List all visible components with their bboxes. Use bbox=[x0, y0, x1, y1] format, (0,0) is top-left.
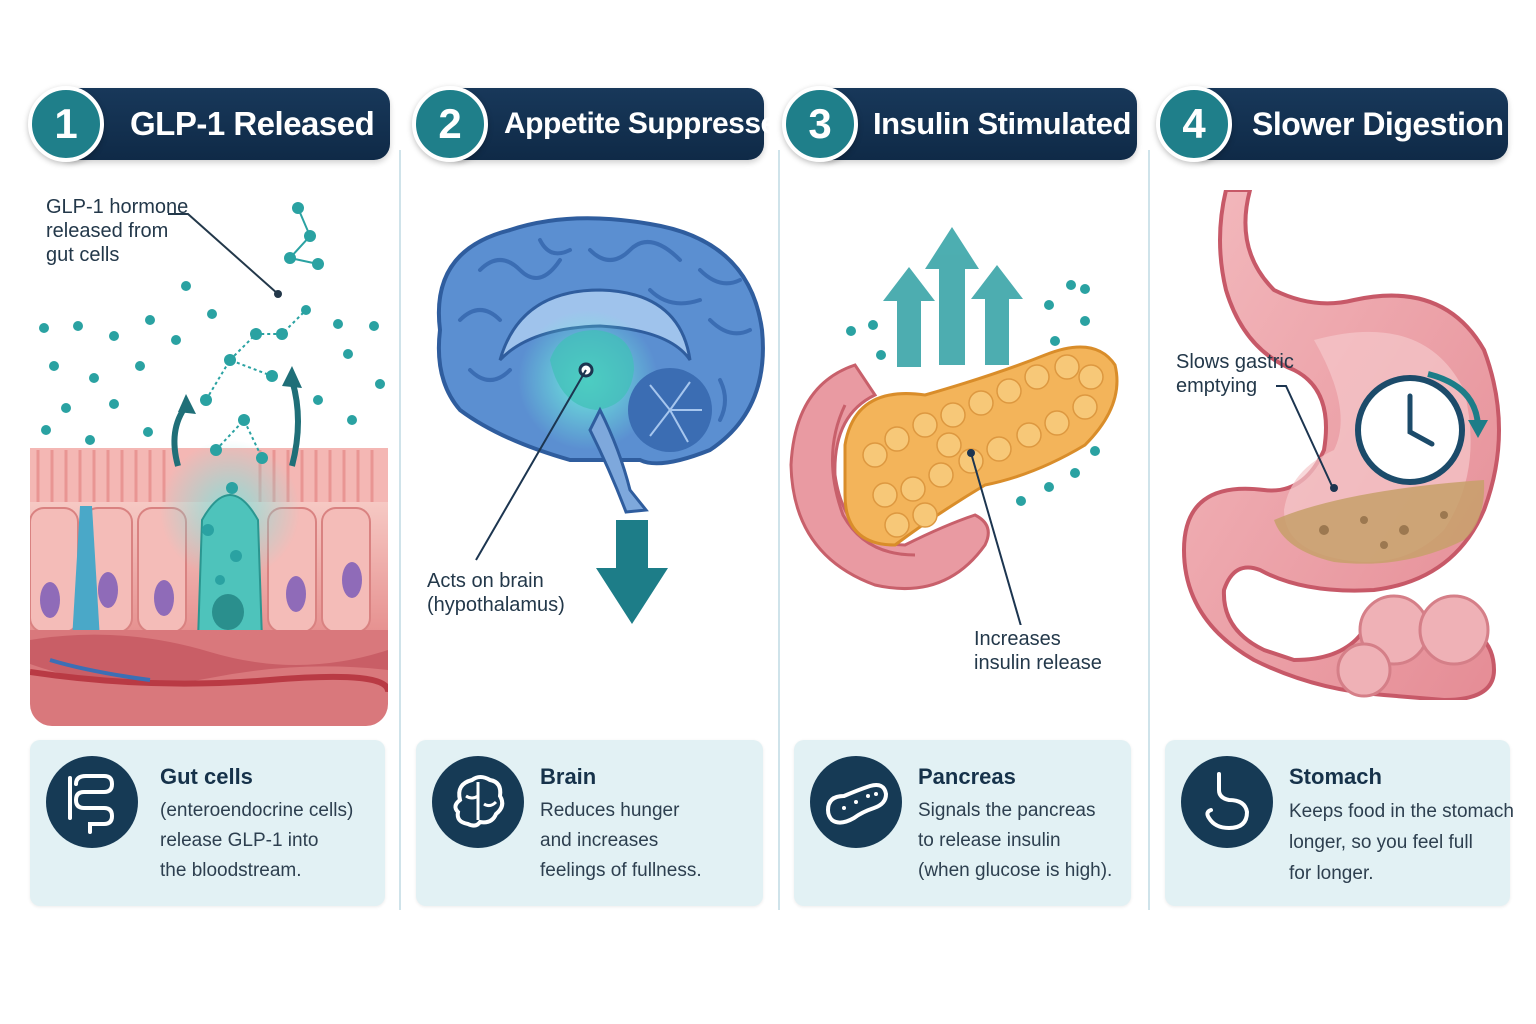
step-number-badge: 1 bbox=[28, 86, 104, 162]
step-number-badge: 2 bbox=[412, 86, 488, 162]
card-title: Stomach bbox=[1289, 764, 1382, 789]
step-title: Slower Digestion bbox=[1252, 106, 1504, 142]
gut-callout-leader bbox=[168, 213, 282, 298]
step-title: GLP-1 Released bbox=[130, 105, 375, 142]
gut-molecule-chain bbox=[284, 202, 324, 270]
pancreas-callout: Increases insulin release bbox=[974, 628, 1102, 674]
stomach-info-card: Stomach Keeps food in the stomach longer… bbox=[1165, 740, 1514, 906]
pancreas-illustration bbox=[789, 227, 1119, 625]
step-number-badge: 3 bbox=[782, 86, 858, 162]
card-body: Keeps food in the stomach longer, so you… bbox=[1289, 801, 1514, 884]
step-header: Insulin Stimulated bbox=[815, 88, 1137, 160]
step-header: GLP-1 Released bbox=[58, 88, 390, 160]
gut-cells-illustration bbox=[30, 281, 388, 726]
card-body: Signals the pancreas to release insulin … bbox=[918, 800, 1113, 881]
step-header: Slower Digestion bbox=[1190, 88, 1508, 160]
pancreas-info-card: Pancreas Signals the pancreas to release… bbox=[794, 740, 1131, 906]
brain-info-card: Brain Reduces hunger and increases feeli… bbox=[416, 740, 763, 906]
column-divider bbox=[1148, 150, 1150, 910]
step-title: Insulin Stimulated bbox=[873, 106, 1131, 141]
gut-callout: GLP-1 hormone released from gut cells bbox=[46, 196, 189, 266]
gut-cells-info-card: Gut cells (enteroendocrine cells) releas… bbox=[30, 740, 385, 906]
card-body: (enteroendocrine cells) release GLP-1 in… bbox=[160, 800, 354, 881]
intestine-icon bbox=[46, 756, 138, 848]
card-title: Brain bbox=[540, 764, 597, 789]
stomach-callout: Slows gastric emptying bbox=[1176, 351, 1294, 397]
step-title: Appetite Suppressed bbox=[504, 107, 795, 140]
step-number-badge: 4 bbox=[1156, 86, 1232, 162]
card-title: Gut cells bbox=[160, 764, 253, 789]
brain-illustration bbox=[436, 216, 765, 624]
column-divider bbox=[399, 150, 401, 910]
column-divider bbox=[778, 150, 780, 910]
step-header: Appetite Suppressed bbox=[446, 88, 795, 160]
stomach-illustration bbox=[1181, 190, 1501, 700]
stomach-icon bbox=[1181, 756, 1273, 848]
brain-callout: Acts on brain (hypothalamus) bbox=[427, 570, 565, 616]
brain-icon bbox=[432, 756, 524, 848]
card-title: Pancreas bbox=[918, 764, 1016, 789]
pancreas-icon bbox=[810, 756, 902, 848]
card-body: Reduces hunger and increases feelings of… bbox=[540, 800, 702, 881]
